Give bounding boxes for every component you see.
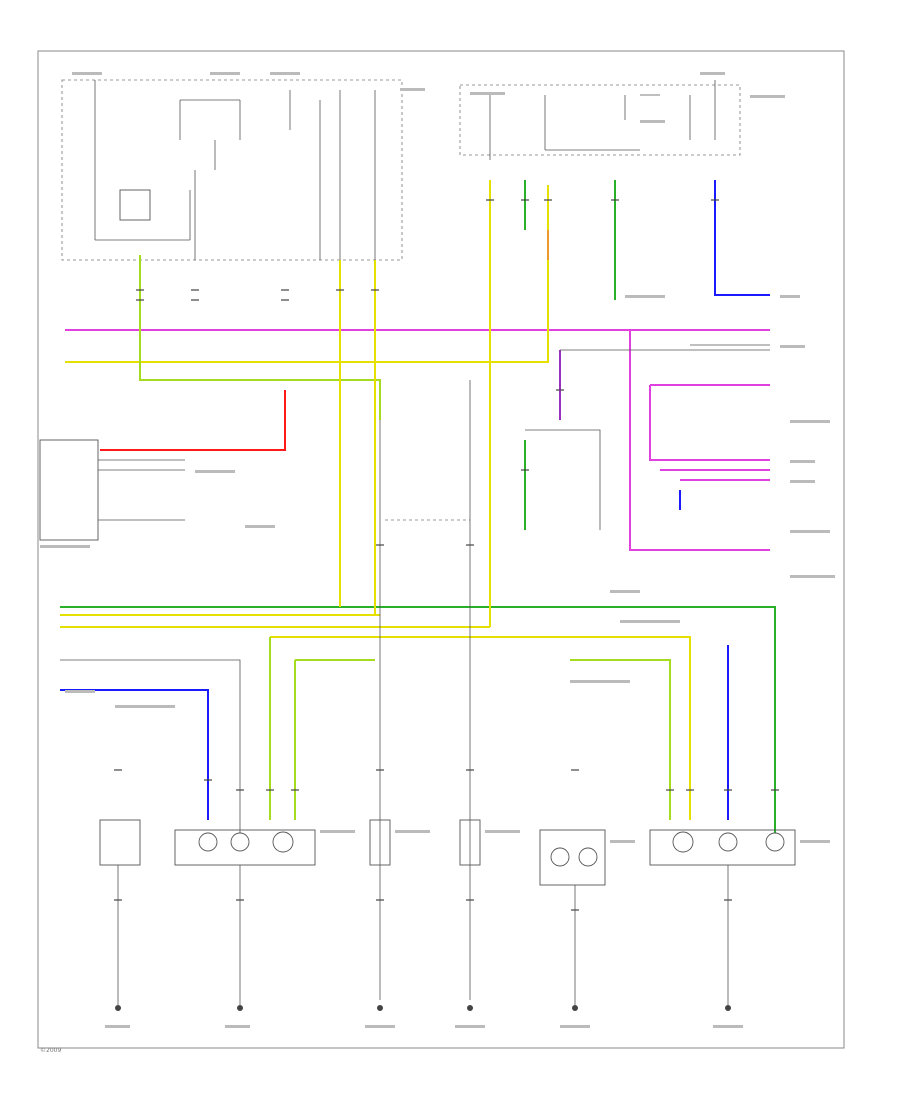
wire-yellow-green-left bbox=[139, 255, 381, 420]
wire-orange-left bbox=[60, 659, 241, 840]
wire-green-bus bbox=[60, 606, 776, 840]
wire-blue-left bbox=[60, 689, 209, 820]
wire-yellow-bus bbox=[65, 185, 549, 363]
rear-lamp-assembly-right bbox=[649, 829, 796, 866]
ground-symbol bbox=[572, 1005, 578, 1011]
wire-yellow-rear bbox=[270, 636, 691, 820]
copyright-text: ©2009 bbox=[40, 1047, 61, 1054]
wire-pink-right-3 bbox=[649, 385, 770, 461]
faint-labels bbox=[40, 72, 835, 1028]
headlamp-switch-module bbox=[39, 439, 185, 541]
rear-lamp-assembly-left bbox=[99, 819, 316, 866]
diagram-border bbox=[37, 50, 845, 1049]
fuse-junction-box-left bbox=[61, 79, 403, 261]
ground-symbol bbox=[377, 1005, 383, 1011]
connector-marks bbox=[114, 199, 779, 911]
wire-red-switch bbox=[100, 390, 286, 451]
wire-harness bbox=[60, 180, 776, 1000]
ground-wires bbox=[117, 865, 729, 1005]
wire-mid-branch bbox=[525, 429, 601, 530]
ground-symbol bbox=[115, 1005, 121, 1011]
wire-pink-right-2 bbox=[629, 330, 770, 551]
license-lamp-center bbox=[369, 819, 481, 866]
license-lamp-right bbox=[539, 829, 606, 886]
wire-blue-top bbox=[714, 180, 770, 296]
ground-symbol bbox=[237, 1005, 243, 1011]
ground-symbol bbox=[467, 1005, 473, 1011]
ground-symbol bbox=[725, 1005, 731, 1011]
relay-box-right bbox=[459, 80, 741, 160]
wire-yg-right-lamp bbox=[570, 659, 671, 820]
